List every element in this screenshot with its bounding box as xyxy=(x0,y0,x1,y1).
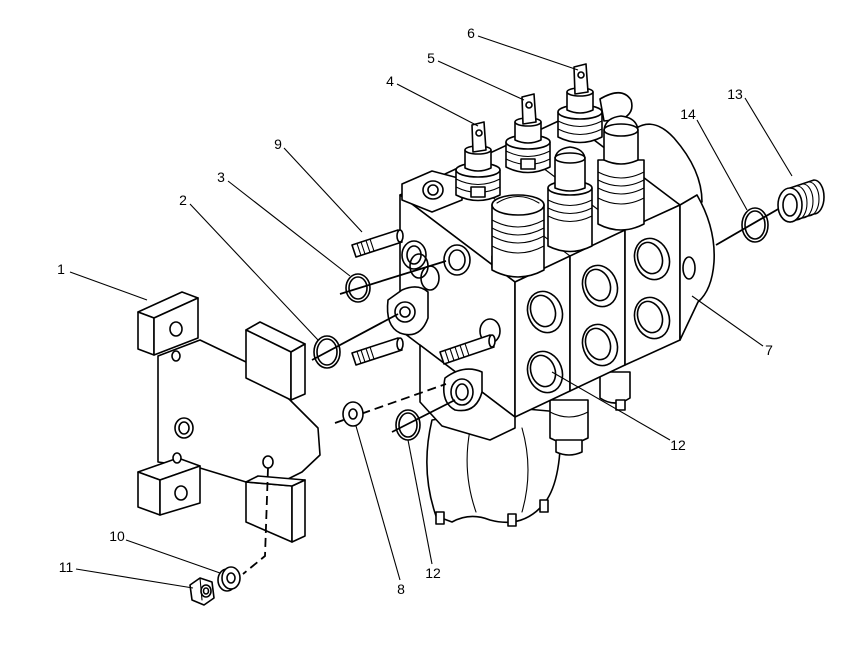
axis-line-lower xyxy=(391,399,456,433)
washer-8 xyxy=(342,401,364,427)
axis-line-bracket xyxy=(242,467,269,575)
leader-3 xyxy=(227,180,351,277)
stud-block xyxy=(439,334,496,365)
bracket-foot-lower xyxy=(137,457,201,516)
spool-5 xyxy=(505,93,551,174)
port-c-upper xyxy=(633,237,671,281)
callout-6: 6 xyxy=(467,25,475,41)
bracket xyxy=(137,291,321,543)
port-c-lower xyxy=(633,296,671,340)
pump-bolt xyxy=(435,511,445,525)
callout-11: 11 xyxy=(59,559,74,575)
axis-line-plug xyxy=(715,207,781,246)
section-a-front-face xyxy=(514,255,571,418)
spool-end-cap-b xyxy=(599,371,631,411)
callout-12-right: 12 xyxy=(670,437,686,453)
lever-5 xyxy=(521,93,537,125)
port-b-lower xyxy=(581,323,619,367)
o-ring-pair xyxy=(409,253,440,291)
spool-end-cap-a xyxy=(549,399,589,456)
section-b-front-face xyxy=(569,229,626,392)
callout-14: 14 xyxy=(680,106,696,122)
callout-12-bottom: 12 xyxy=(425,565,441,581)
rear-housing xyxy=(627,123,703,206)
callout-1: 1 xyxy=(57,261,65,277)
o-ring-12 xyxy=(395,409,421,441)
leader-10 xyxy=(125,539,221,574)
port-a-lower xyxy=(526,350,564,394)
bracket-hole xyxy=(262,455,274,469)
spool-cap-b xyxy=(547,146,593,253)
leader-14 xyxy=(696,119,748,211)
spool-cap-c xyxy=(597,115,645,231)
leader-5 xyxy=(437,60,525,101)
lever-4 xyxy=(471,121,487,153)
stud-lower xyxy=(351,337,404,366)
leader-13 xyxy=(744,97,793,177)
pump-bolt xyxy=(539,499,549,513)
callout-9: 9 xyxy=(274,136,282,152)
spool-4 xyxy=(455,121,501,202)
o-ring-14 xyxy=(741,207,769,243)
pump-bolt xyxy=(507,513,517,527)
leader-12-right xyxy=(551,371,671,441)
bracket-hole xyxy=(172,452,182,464)
plug-13 xyxy=(777,179,825,223)
leader-11 xyxy=(75,568,194,589)
leader-12-bottom xyxy=(407,439,433,565)
spool-cap-a xyxy=(491,194,545,278)
o-ring-2 xyxy=(313,335,341,369)
leader-9 xyxy=(283,147,363,233)
o-ring-3 xyxy=(345,273,371,303)
callout-8: 8 xyxy=(397,581,405,597)
axis-line-flange xyxy=(311,313,399,361)
leader-8 xyxy=(355,425,401,581)
callout-4: 4 xyxy=(386,73,394,89)
callout-13: 13 xyxy=(727,86,743,102)
side-port xyxy=(443,244,471,276)
callout-2: 2 xyxy=(179,192,187,208)
leader-2 xyxy=(189,203,319,341)
pump-body xyxy=(426,407,562,527)
end-cover xyxy=(679,194,715,341)
callout-5: 5 xyxy=(427,50,435,66)
bracket-hole xyxy=(171,350,181,362)
stud-upper xyxy=(351,229,404,258)
callouts: 1 2 3 4 5 6 7 8 9 10 11 12 12 13 14 xyxy=(57,25,773,597)
bracket-foot-upper xyxy=(137,291,199,356)
callout-10: 10 xyxy=(109,528,125,544)
leader-1 xyxy=(69,271,148,301)
bracket-hole xyxy=(174,417,194,439)
bracket-lower-block xyxy=(245,475,306,543)
leader-4 xyxy=(396,83,479,127)
callout-3: 3 xyxy=(217,169,225,185)
callout-7: 7 xyxy=(765,342,773,358)
leader-7 xyxy=(691,295,764,347)
port-b-upper xyxy=(581,264,619,308)
inlet-cover xyxy=(386,170,501,344)
port-a-upper xyxy=(526,290,564,334)
washer-10 xyxy=(217,566,241,592)
nut-11 xyxy=(189,577,215,606)
leader-6 xyxy=(477,35,579,71)
leader-lines xyxy=(69,35,793,589)
spool-6 xyxy=(557,63,633,144)
lever-6 xyxy=(573,63,589,95)
bracket-upper-block xyxy=(245,321,306,401)
